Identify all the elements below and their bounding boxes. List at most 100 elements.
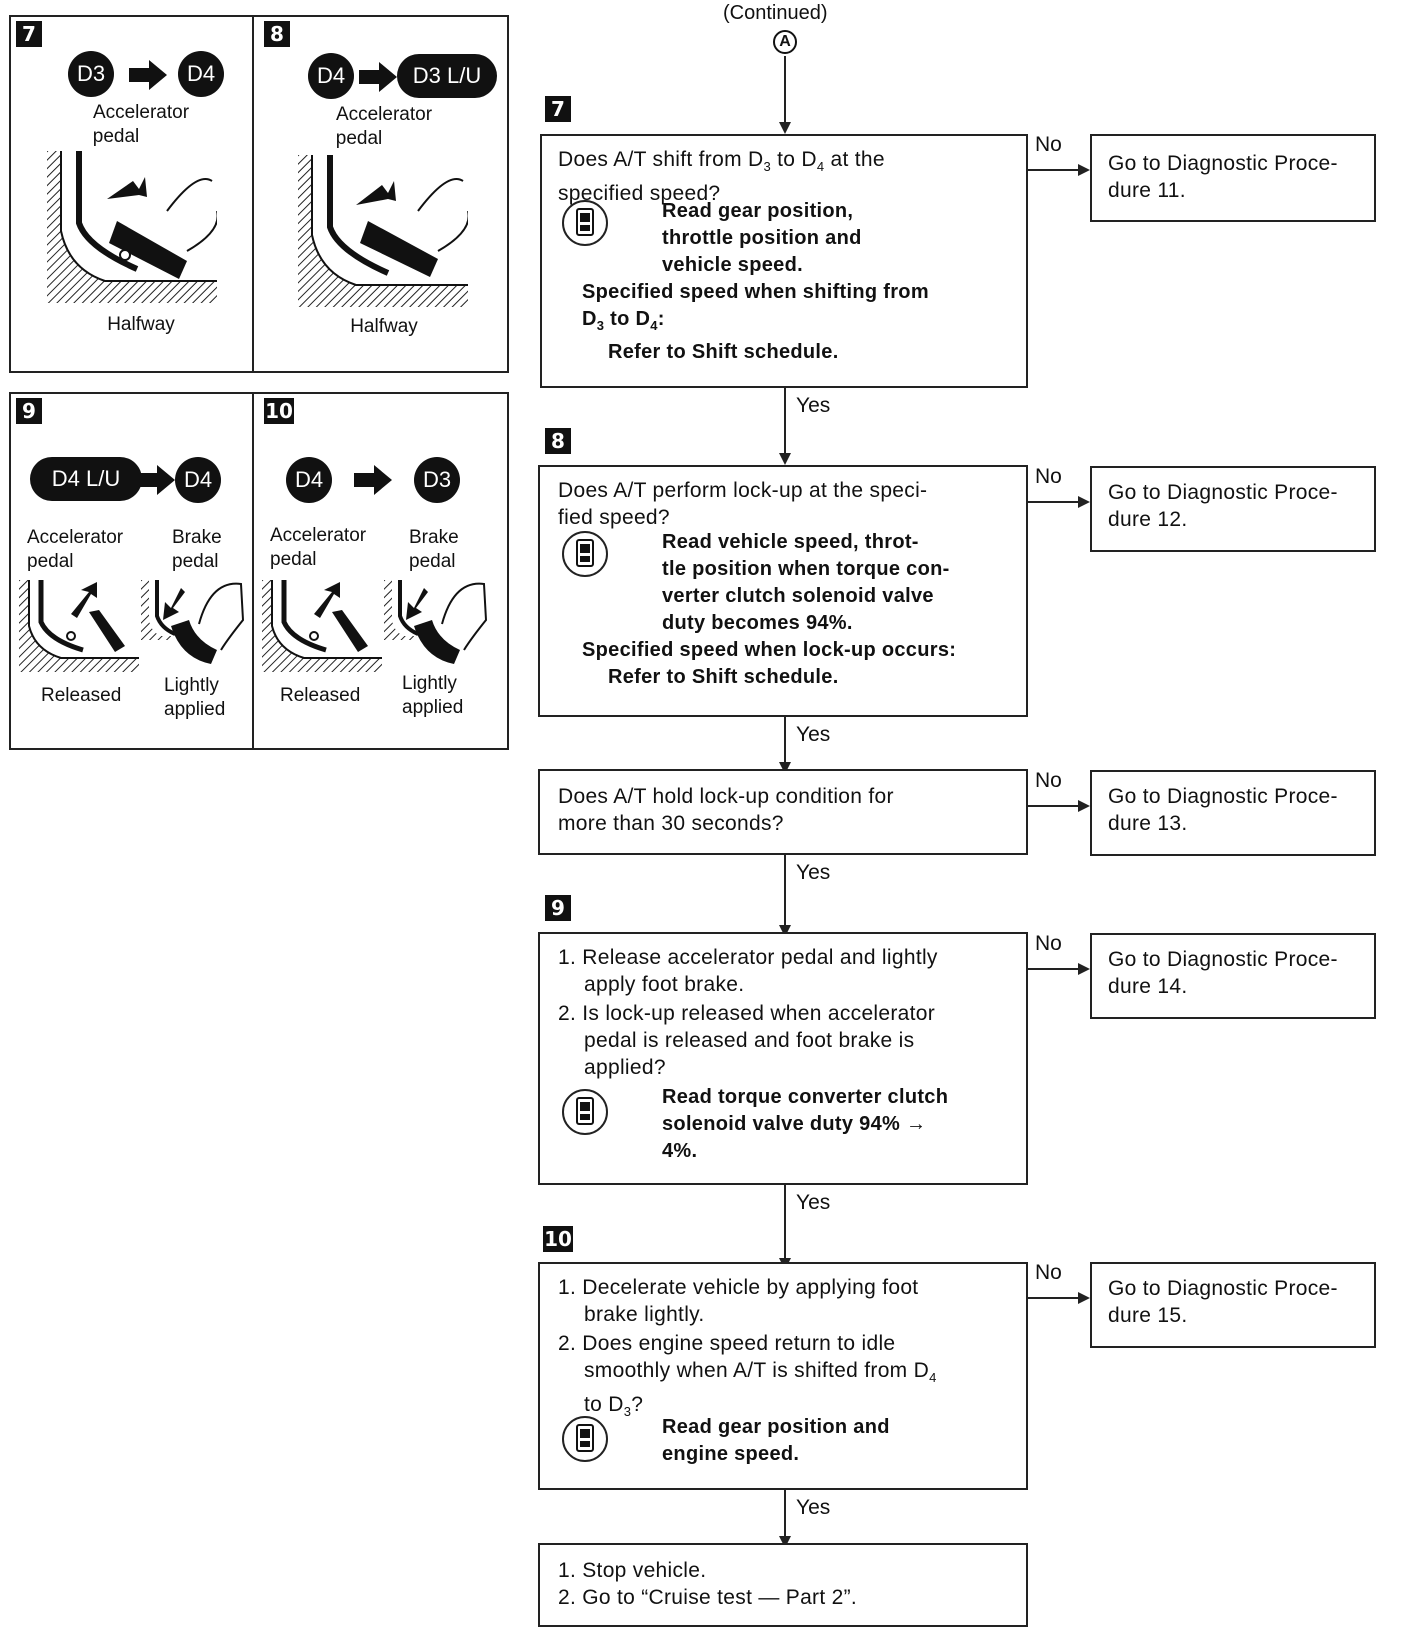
shift-arrow-icon xyxy=(139,465,175,495)
step-7-question: Does A/T shift from D3 to D4 at the spec… xyxy=(558,146,885,207)
step-7-spec-line3: Refer to Shift schedule. xyxy=(608,341,839,363)
connector-a-label: A xyxy=(779,33,791,50)
step-10-no-label: No xyxy=(1035,1261,1062,1284)
step-hold-lockup-goto-line1: Go to Diagnostic Proce- xyxy=(1108,785,1338,808)
brake-pedal-label: pedal xyxy=(172,551,219,572)
step-8-question-line1: Does A/T perform lock-up at the speci- xyxy=(558,479,928,502)
step-hold-lockup-goto: Go to Diagnostic Proce- dure 13. xyxy=(1108,783,1338,837)
step-10-no-line xyxy=(1028,1297,1080,1299)
halfway-label: Halfway xyxy=(107,314,175,335)
step-10-item1-line2: brake lightly. xyxy=(584,1303,705,1326)
step-10-yes-line xyxy=(784,1490,786,1542)
step-7-no-arrow xyxy=(1078,164,1090,176)
step-8-no-line xyxy=(1028,501,1080,503)
final-step-line2: 2. Go to “Cruise test — Part 2”. xyxy=(558,1586,858,1609)
step-7-question-line2: specified speed? xyxy=(558,182,721,206)
step-badge-9: 9 xyxy=(545,895,571,921)
step-8-goto-line1: Go to Diagnostic Proce- xyxy=(1108,481,1338,504)
brake-pedal-illustration-icon xyxy=(141,580,245,664)
step-9-item2-line2: pedal is released and foot brake is xyxy=(584,1029,915,1052)
step-9-yes-line xyxy=(784,1185,786,1263)
step-8-no-label: No xyxy=(1035,465,1062,488)
step-8-read-line3: verter clutch solenoid valve xyxy=(662,585,934,607)
shift-arrow-icon xyxy=(354,465,392,495)
final-step-box: 1. Stop vehicle. 2. Go to “Cruise test —… xyxy=(538,1543,1028,1627)
released-label: Released xyxy=(280,685,361,706)
gear-from-d4-lu: D4 L/U xyxy=(30,457,142,501)
step-9-no-line xyxy=(1028,968,1080,970)
step-hold-lockup-no-line xyxy=(1028,805,1080,807)
step-9-read-line3: 4%. xyxy=(662,1140,698,1162)
step-9-yes-label: Yes xyxy=(796,1191,831,1214)
step-8-spec-line2: Refer to Shift schedule. xyxy=(608,666,839,688)
accelerator-label: Accelerator xyxy=(92,102,190,123)
step-7-spec-line1: Specified speed when shifting from xyxy=(582,281,929,303)
step-7-goto-line1: Go to Diagnostic Proce- xyxy=(1108,152,1338,175)
step-8-no-arrow xyxy=(1078,496,1090,508)
step-7-read-line2: throttle position and xyxy=(662,227,862,249)
step-hold-lockup-no-arrow xyxy=(1078,800,1090,812)
step-9-item2-line3: applied? xyxy=(584,1056,666,1079)
illustration-panel-top: 7 D3 D4 Accelerator pedal Halfway 8 D4 D… xyxy=(9,15,509,373)
step-7-read-line1: Read gear position, xyxy=(662,200,854,222)
step-9-read-text: Read torque converter clutch solenoid va… xyxy=(662,1084,948,1165)
step-hold-lockup-yes-label: Yes xyxy=(796,861,831,884)
step-7-spec-text: Specified speed when shifting from D3 to… xyxy=(582,279,929,366)
consult-tester-icon xyxy=(562,1416,608,1462)
step-badge-8: 8 xyxy=(264,21,290,47)
step-10-box: 1. Decelerate vehicle by applying foot b… xyxy=(538,1262,1028,1490)
step-10-read-text: Read gear position and engine speed. xyxy=(662,1414,890,1468)
step-hold-lockup-line1: Does A/T hold lock-up condition for xyxy=(558,785,894,808)
step-9-read-line1: Read torque converter clutch xyxy=(662,1086,949,1108)
step-9-item-2: 2. Is lock-up released when accelerator … xyxy=(558,1000,1018,1081)
step-10-item2-line2: smoothly when A/T is shifted from D4 xyxy=(584,1359,937,1386)
step-8-yes-label: Yes xyxy=(796,723,831,746)
step-7-no-label: No xyxy=(1035,133,1062,156)
connector-a: A xyxy=(773,30,797,54)
step-10-goto-box: Go to Diagnostic Proce- dure 15. xyxy=(1090,1262,1376,1348)
step-8-spec-line1: Specified speed when lock-up occurs: xyxy=(582,639,957,661)
step-10-goto: Go to Diagnostic Proce- dure 15. xyxy=(1108,1275,1338,1329)
shift-arrow-icon xyxy=(359,62,397,92)
gear-from-d3: D3 xyxy=(68,51,114,97)
gear-to-d4: D4 xyxy=(175,457,221,503)
step-hold-lockup-line2: more than 30 seconds? xyxy=(558,812,784,835)
brake-pedal-label: pedal xyxy=(409,551,456,572)
accelerator-pedal-label: pedal xyxy=(27,551,74,572)
final-step-line1: 1. Stop vehicle. xyxy=(558,1559,707,1582)
step-8-question: Does A/T perform lock-up at the speci- f… xyxy=(558,477,927,531)
step-9-no-label: No xyxy=(1035,932,1062,955)
step-badge-10: 10 xyxy=(264,398,294,424)
consult-tester-icon xyxy=(562,531,608,577)
step-9-item2-line1: 2. Is lock-up released when accelerator xyxy=(558,1002,936,1025)
step-8-yes-line xyxy=(784,717,786,769)
step-7-goto-box: Go to Diagnostic Proce- dure 11. xyxy=(1090,134,1376,222)
step-7-question-line1: Does A/T shift from D3 to D4 at the xyxy=(558,148,885,175)
step-8-goto: Go to Diagnostic Proce- dure 12. xyxy=(1108,479,1338,533)
lightly-label: Lightly xyxy=(164,675,219,696)
step-7-yes-line xyxy=(784,388,786,458)
accelerator-label: Accelerator xyxy=(335,104,433,125)
step-hold-lockup-question: Does A/T hold lock-up condition for more… xyxy=(558,783,894,837)
brake-label: Brake xyxy=(409,527,459,548)
step-9-no-arrow xyxy=(1078,963,1090,975)
step-7-read-text: Read gear position, throttle position an… xyxy=(662,198,862,279)
step-badge-8: 8 xyxy=(545,428,571,454)
pedal-illustration-icon xyxy=(298,155,468,307)
step-hold-lockup-yes-line xyxy=(784,855,786,930)
step-9-read-line2: solenoid valve duty 94% → xyxy=(662,1113,927,1135)
gear-from-d4: D4 xyxy=(308,53,354,99)
step-8-read-line2: tle position when torque con- xyxy=(662,558,950,580)
step-10-yes-label: Yes xyxy=(796,1496,831,1519)
step-10-item1-line1: 1. Decelerate vehicle by applying foot xyxy=(558,1276,919,1299)
step-badge-10: 10 xyxy=(543,1226,573,1252)
consult-tester-icon xyxy=(562,1089,608,1135)
illustration-cell-7: 7 D3 D4 Accelerator pedal Halfway xyxy=(11,17,254,371)
flow-arrow xyxy=(779,122,791,134)
step-9-items: 1. Release accelerator pedal and lightly… xyxy=(558,944,1018,1081)
pedal-label: pedal xyxy=(335,128,383,149)
step-9-item1-line1: 1. Release accelerator pedal and lightly xyxy=(558,946,938,969)
step-10-goto-line1: Go to Diagnostic Proce- xyxy=(1108,1277,1338,1300)
illustration-cell-10: 10 D4 D3 Accelerator pedal Brake pedal R… xyxy=(254,394,507,748)
illustration-cell-8: 8 D4 D3 L/U Accelerator pedal Halfway xyxy=(254,17,507,371)
